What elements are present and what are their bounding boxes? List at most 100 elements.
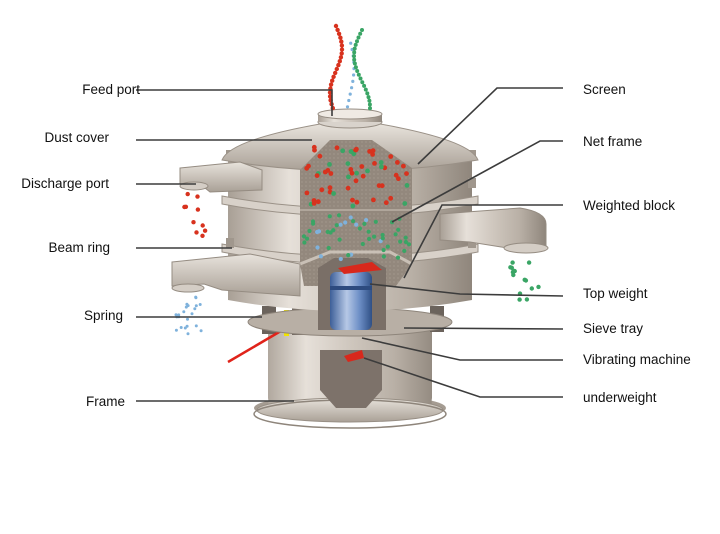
feed-particle-green (367, 98, 372, 103)
discharge-particle-blue (194, 304, 198, 308)
discharge-particle-red (194, 230, 199, 235)
discharge-particle-red (200, 233, 205, 238)
label-beam-ring: Beam ring (48, 240, 110, 255)
feed-particle-red (336, 62, 341, 68)
chamber-particle (301, 234, 307, 239)
discharge-particle-blue (184, 305, 188, 309)
feed-particle-green (360, 80, 365, 85)
discharge-particle-blue (193, 307, 197, 311)
chamber-particle (345, 185, 351, 191)
chamber-particle (359, 164, 365, 169)
discharge-particle-blue (194, 296, 198, 300)
discharge-particle-green (511, 272, 516, 278)
chamber-particle (331, 228, 336, 233)
chamber-particle (304, 190, 310, 196)
vibrating-motor (330, 272, 372, 330)
chamber-particle (315, 245, 320, 250)
chamber-particle (307, 228, 312, 234)
discharge-particle-green (517, 297, 522, 302)
discharge-particle-blue (182, 310, 186, 314)
feed-particle-blue (348, 92, 352, 96)
feed-particle-green (358, 31, 363, 36)
feed-particle-blue (345, 105, 350, 109)
chamber-particle (334, 223, 339, 228)
label-frame: Frame (85, 394, 125, 409)
chamber-particle (325, 168, 331, 173)
chamber-particle (331, 191, 336, 196)
feed-particle-green (355, 69, 360, 73)
feed-particle-red (333, 23, 339, 29)
right-discharge-port (439, 207, 549, 254)
discharge-particle-green (522, 277, 527, 282)
feed-particle-red (334, 66, 339, 72)
chamber-particle (404, 171, 409, 177)
feed-particle-green (362, 83, 367, 88)
chamber-particle (357, 226, 362, 231)
leader-feed-port (136, 89, 333, 116)
feed-particle-blue (352, 73, 356, 77)
label-top-weight: Top weight (583, 286, 648, 301)
discharge-particle-green (524, 297, 530, 302)
feed-particle-red (338, 35, 343, 40)
top-weight-part (338, 262, 382, 274)
chamber-particle (327, 214, 332, 219)
chamber-particle (337, 237, 342, 242)
chamber-particle (385, 244, 390, 249)
chamber-particle (350, 197, 355, 203)
feed-particle-green (367, 102, 372, 107)
chamber-particle (371, 197, 376, 203)
feed-particle-red (327, 90, 333, 95)
chamber-particle (396, 176, 401, 182)
chamber-particle (311, 201, 317, 206)
label-vibrating-machine: Vibrating machine (583, 352, 691, 367)
feed-particle-blue (349, 41, 353, 45)
feed-particle-red (338, 55, 344, 60)
leader-top-weight (369, 283, 564, 297)
chamber-particle (327, 162, 332, 167)
discharge-particle-green (529, 286, 534, 291)
discharge-particle-blue (186, 332, 190, 336)
chamber-particle (317, 153, 323, 159)
chamber-particle (393, 172, 399, 178)
chamber-particle (383, 200, 389, 206)
chamber-particle (350, 203, 356, 209)
feed-particle-green (353, 42, 358, 47)
chamber-particle (354, 199, 360, 205)
chamber-particle (379, 164, 384, 170)
leader-net-frame (391, 140, 563, 223)
discharge-particle-blue (185, 324, 189, 328)
chamber-particle (349, 170, 355, 176)
feed-particle-red (333, 70, 338, 76)
chamber-particle (398, 239, 403, 244)
feed-particle-blue (351, 79, 355, 83)
label-net-frame: Net frame (583, 134, 643, 149)
spring-pointer (227, 326, 287, 364)
left-discharge-ports (171, 161, 301, 297)
feed-particle-green (352, 61, 357, 66)
feed-particle-red (339, 47, 345, 52)
chamber-particle (312, 147, 317, 153)
chamber-particle (388, 195, 394, 201)
chamber-particle (367, 236, 372, 241)
leader-weighted-block (403, 204, 563, 279)
discharge-particle-red (182, 204, 187, 210)
chamber-particle (311, 221, 316, 226)
discharge-particle-green (536, 284, 541, 290)
discharge-particle-blue (185, 302, 189, 306)
discharge-particle-blue (177, 313, 181, 317)
discharge-particle-blue (179, 326, 183, 329)
feed-particle-red (327, 94, 333, 99)
chamber-particle (360, 173, 366, 179)
chamber-particle (403, 235, 408, 240)
discharge-particle-red (191, 220, 196, 225)
chamber-particle (381, 247, 386, 253)
chamber-particle (406, 242, 412, 247)
feed-particle-blue (347, 98, 351, 103)
feed-particle-green (356, 72, 361, 77)
chamber-particle (346, 174, 351, 180)
chamber-particle (334, 145, 340, 151)
discharge-particle-blue (199, 329, 203, 333)
chamber-particle (396, 227, 401, 232)
label-screen: Screen (583, 82, 626, 97)
